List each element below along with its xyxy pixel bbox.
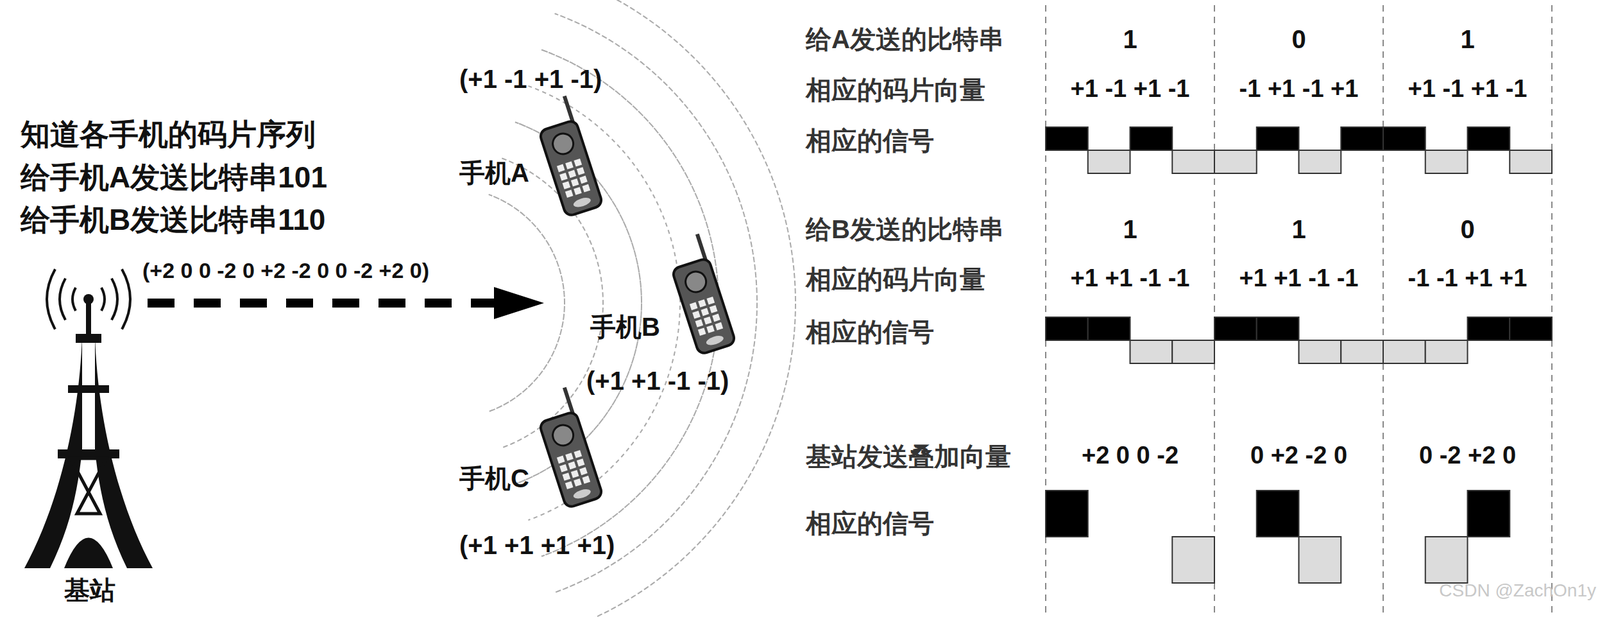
- bit-value: 1: [1291, 214, 1306, 244]
- chip-vector: +1 +1 -1 -1: [1070, 264, 1191, 293]
- note-text: 给手机A发送比特串101: [20, 160, 328, 195]
- signal-level: [1214, 316, 1257, 341]
- signal-level: [1256, 316, 1300, 341]
- signal-level: [1340, 340, 1384, 364]
- column-divider: [1551, 5, 1553, 613]
- signal-level: [1425, 340, 1468, 364]
- signal-level: [1045, 490, 1089, 537]
- signal-level: [1172, 150, 1215, 174]
- row-heading: 基站发送叠加向量: [805, 441, 1012, 471]
- signal-level: [1383, 127, 1426, 151]
- phone-name: 手机A: [459, 157, 530, 188]
- row-heading: 相应的信号: [805, 508, 935, 538]
- station-name: 基站: [64, 574, 116, 605]
- phone-c: [530, 386, 604, 509]
- signal-b: [1045, 316, 1552, 364]
- bit-value: 1: [1122, 214, 1137, 244]
- bit-value: 0: [1291, 24, 1306, 54]
- chip-vector: -1 +1 -1 +1: [1239, 75, 1359, 104]
- signal-level: [1256, 127, 1300, 151]
- row-heading: 相应的码片向量: [805, 264, 986, 294]
- phone-a: [530, 94, 604, 217]
- note-text: 给手机B发送比特串110: [20, 202, 326, 237]
- signal-level: [1172, 340, 1215, 364]
- chip-vector: +1 +1 -1 -1: [1239, 264, 1359, 293]
- chip-vector: +1 -1 +1 -1: [1408, 75, 1528, 104]
- signal-level: [1467, 490, 1511, 537]
- row-heading: 给B发送的比特串: [805, 214, 1005, 244]
- chip-code: (+1 +1 +1 +1): [459, 529, 615, 560]
- arrow-head: [493, 286, 545, 319]
- chip-vector: +1 -1 +1 -1: [1070, 75, 1191, 104]
- note-text: 知道各手机的码片序列: [20, 117, 316, 152]
- signal-level: [1467, 127, 1511, 151]
- bit-value: 0: [1460, 214, 1475, 244]
- phone-name: 手机C: [459, 463, 530, 493]
- signal-level: [1509, 150, 1552, 174]
- row-heading: 相应的信号: [805, 316, 935, 347]
- phone-name: 手机B: [590, 311, 661, 342]
- column-divider: [1382, 5, 1384, 613]
- broadcast-arrow: [147, 298, 498, 308]
- signal-level: [1299, 536, 1342, 583]
- signal-level: [1340, 127, 1384, 151]
- watermark: CSDN @ZachOn1y: [1438, 579, 1597, 601]
- signal-level: [1088, 316, 1131, 341]
- signal-sum: [1045, 490, 1510, 583]
- row-heading: 相应的信号: [805, 125, 935, 156]
- signal-level: [1425, 150, 1468, 174]
- column-divider: [1213, 5, 1216, 613]
- signal-level: [1509, 316, 1552, 341]
- signal-a: [1045, 127, 1552, 174]
- signal-level: [1214, 150, 1257, 174]
- chip-code: (+1 -1 +1 -1): [459, 64, 602, 94]
- signal-level: [1425, 536, 1468, 583]
- radio-wave: [567, 0, 796, 617]
- signal-level: [1467, 316, 1511, 341]
- sum-value: +2 0 0 -2: [1081, 441, 1179, 470]
- sum-value: 0 -2 +2 0: [1419, 441, 1516, 470]
- signal-level: [1256, 490, 1300, 537]
- signal-level: [1045, 127, 1089, 151]
- signal-level: [1088, 150, 1131, 174]
- signal-level: [1299, 150, 1342, 174]
- radio-wave: [488, 194, 565, 412]
- bit-value: 1: [1460, 24, 1475, 54]
- signal-level: [1172, 536, 1215, 583]
- radio-wave: [554, 13, 758, 593]
- radio-wave: [527, 85, 681, 520]
- row-heading: 相应的码片向量: [805, 75, 986, 105]
- sum-value: 0 +2 -2 0: [1250, 441, 1348, 470]
- sum-vector: (+2 0 0 -2 0 +2 -2 0 0 -2 +2 0): [142, 257, 430, 283]
- signal-level: [1130, 127, 1173, 151]
- chip-vector: -1 -1 +1 +1: [1408, 264, 1528, 293]
- signal-level: [1045, 316, 1089, 341]
- base-station-tower: [24, 268, 153, 568]
- bit-value: 1: [1122, 24, 1137, 54]
- signal-level: [1299, 340, 1342, 364]
- phone-b: [663, 232, 736, 355]
- signal-level: [1383, 340, 1426, 364]
- row-heading: 给A发送的比特串: [805, 24, 1005, 54]
- signal-level: [1130, 340, 1173, 364]
- chip-code: (+1 +1 -1 -1): [586, 365, 729, 396]
